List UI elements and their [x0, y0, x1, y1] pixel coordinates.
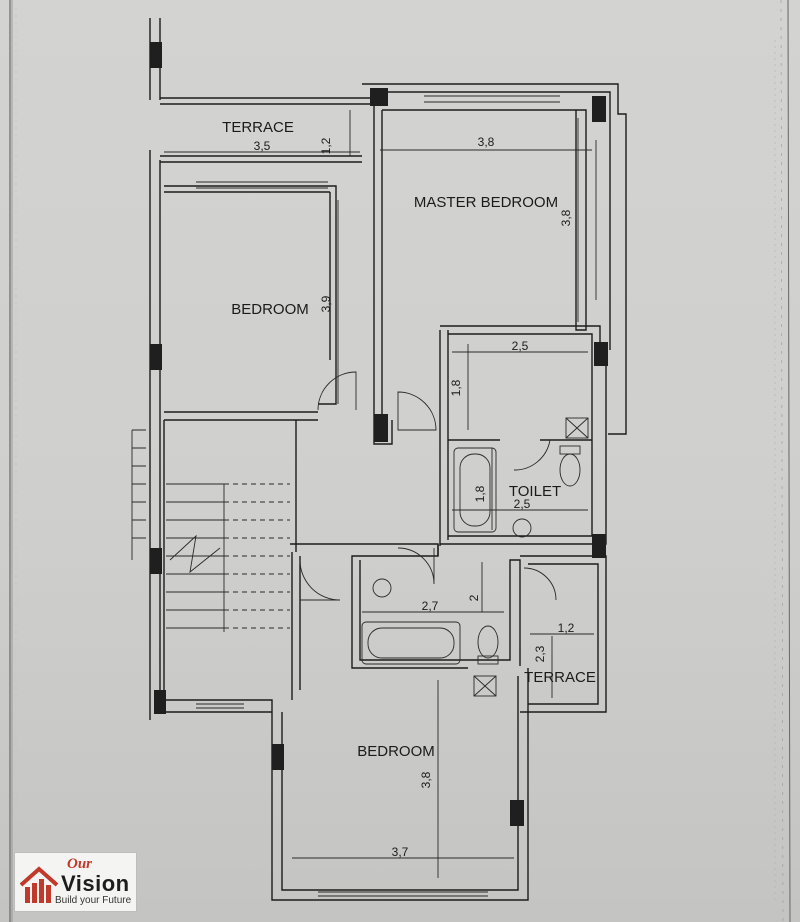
dim-terrace-top-width: 3,5: [254, 139, 271, 153]
sheet-frame: [9, 0, 791, 922]
dim-bedroom-left-depth: 3,9: [319, 295, 333, 312]
logo-tagline: Build your Future: [55, 895, 132, 906]
label-terrace-right: TERRACE: [524, 669, 596, 686]
label-toilet: TOILET: [509, 483, 561, 500]
dim-bedroom-bottom-width: 3,7: [392, 845, 409, 859]
logo-our-text: Our: [67, 856, 93, 872]
stairs: [131, 429, 290, 632]
dim-dressing-width: 2,5: [512, 339, 529, 353]
windows: [196, 95, 597, 897]
dim-toilet-width: 2,5: [514, 497, 531, 511]
label-terrace-top: TERRACE: [222, 119, 294, 136]
doors: [299, 371, 557, 601]
dim-toilet-depth: 1,8: [473, 485, 487, 502]
dimension-labels: 3,5 1,2 3,8 3,8 3,9 2,5 1,8 1,8 2,5 2,7 …: [254, 135, 575, 859]
label-bedroom-left: BEDROOM: [231, 301, 309, 318]
dim-dressing-depth: 1,8: [449, 379, 463, 396]
dimension-lines: [164, 110, 594, 878]
dim-terrace-right-depth: 2,3: [533, 645, 547, 662]
room-labels: TERRACE MASTER BEDROOM BEDROOM TOILET TE…: [222, 119, 596, 760]
house-logo-icon: [19, 866, 59, 903]
dim-master-depth: 3,8: [559, 209, 573, 226]
dim-bath-width: 2,7: [422, 599, 439, 613]
dim-terrace-top-depth: 1,2: [319, 137, 333, 154]
logo-vision-text: Vision: [61, 871, 130, 896]
label-bedroom-bottom: BEDROOM: [357, 743, 435, 760]
fixtures: [361, 417, 589, 697]
outer-walls: [149, 18, 627, 901]
columns: [150, 42, 608, 826]
dim-bedroom-bottom-depth: 3,8: [419, 771, 433, 788]
dim-master-width: 3,8: [478, 135, 495, 149]
dim-bath-depth: 2: [467, 594, 481, 601]
company-logo: Our Vision Build your Future: [14, 852, 137, 912]
dim-terrace-right-width: 1,2: [558, 621, 575, 635]
label-master-bedroom: MASTER BEDROOM: [414, 194, 558, 211]
